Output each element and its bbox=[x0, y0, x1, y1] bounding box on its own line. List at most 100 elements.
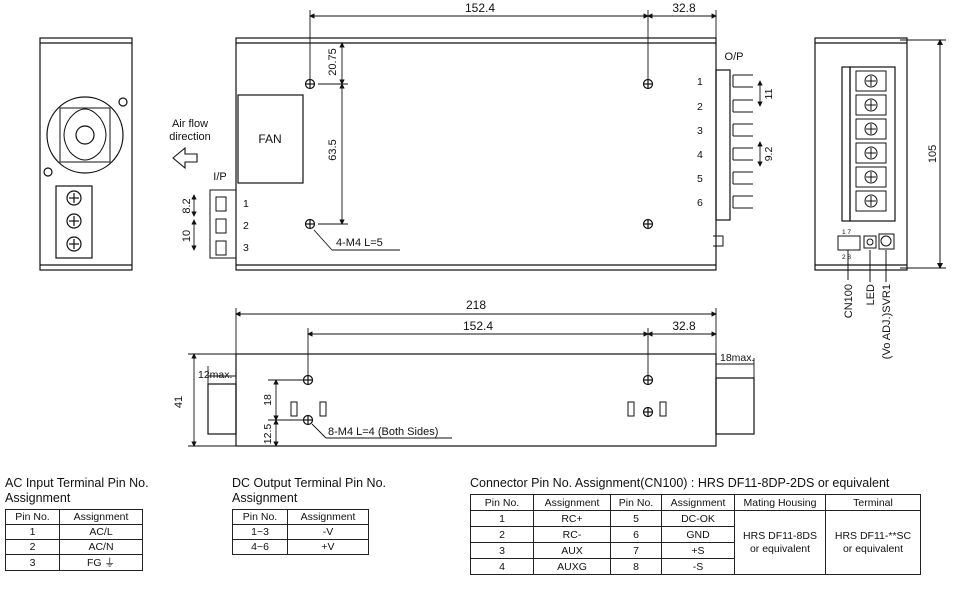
right-protrusion: 18max. bbox=[720, 352, 754, 364]
table-header: Assignment bbox=[661, 494, 735, 511]
table-header: Pin No. bbox=[232, 509, 288, 525]
led-label: LED bbox=[865, 284, 877, 305]
table-cell: -V bbox=[287, 524, 369, 540]
table-cell: 2 bbox=[5, 539, 60, 555]
table-cell: AUXG bbox=[533, 558, 611, 575]
table-header: Assignment bbox=[287, 509, 369, 525]
table-cell: 4~6 bbox=[232, 539, 288, 555]
ac-input-table-block: AC Input Terminal Pin No. Assignment Pin… bbox=[5, 476, 149, 571]
table-row: 2 RC- 6 GND bbox=[470, 526, 921, 543]
side-view bbox=[207, 353, 755, 447]
table-cell: DC-OK bbox=[661, 510, 735, 527]
table-header: Pin No. bbox=[5, 509, 60, 525]
table-cell: 1~3 bbox=[232, 524, 288, 540]
table-cell: +V bbox=[287, 539, 369, 555]
cn-pin-top: 1 7 bbox=[842, 229, 851, 236]
side-right-offset: 32.8 bbox=[672, 319, 696, 333]
table-cell: AC/N bbox=[59, 539, 143, 555]
mounting-hole bbox=[302, 374, 314, 386]
ip-label: I/P bbox=[213, 171, 226, 183]
table-cell: 2 bbox=[470, 526, 534, 543]
op-pin: 5 bbox=[697, 173, 703, 185]
op-pin: 6 bbox=[697, 197, 703, 209]
mounting-hole bbox=[304, 218, 316, 230]
airflow-label-1: Air flow bbox=[172, 118, 208, 130]
mounting-hole bbox=[642, 374, 654, 386]
op-pin: 1 bbox=[697, 76, 703, 88]
ip-pin: 3 bbox=[243, 242, 249, 254]
op-label: O/P bbox=[725, 51, 744, 63]
mounting-hole bbox=[304, 78, 316, 90]
table-header: Terminal bbox=[825, 494, 921, 511]
table-cell: 6 bbox=[610, 526, 662, 543]
table-row: 4~6+V bbox=[232, 539, 369, 555]
dim-ip-pitch-b: 10 bbox=[181, 230, 193, 242]
screw-note: 4-M4 L=5 bbox=[336, 237, 383, 249]
dim-op-b: 9.2 bbox=[763, 147, 775, 162]
table-row: 4 AUXG 8 -S bbox=[470, 558, 921, 575]
overall-width: 218 bbox=[466, 298, 486, 312]
table-cell: 8 bbox=[610, 558, 662, 575]
cn-pin-bottom: 2 8 bbox=[842, 254, 851, 261]
mounting-hole bbox=[302, 414, 314, 426]
table-cell: GND bbox=[661, 526, 735, 543]
table-cell: AC/L bbox=[59, 524, 143, 540]
dc-output-table: Pin No. Assignment 1~3-V 4~6+V bbox=[232, 509, 369, 555]
dim-hole-vertical: 63.5 bbox=[327, 139, 339, 160]
dc-output-table-block: DC Output Terminal Pin No. Assignment Pi… bbox=[232, 476, 386, 555]
table-cell: 3 bbox=[5, 554, 60, 571]
mating-housing-cell: HRS DF11-8DS or equivalent bbox=[734, 510, 826, 575]
table-row: 1~3-V bbox=[232, 524, 369, 540]
cn-table-title: Connector Pin No. Assignment(CN100) : HR… bbox=[470, 476, 890, 490]
op-pin: 4 bbox=[697, 149, 703, 161]
connector-table-block: Connector Pin No. Assignment(CN100) : HR… bbox=[470, 476, 921, 575]
table-cell: 3 bbox=[470, 542, 534, 559]
terminal-cell: HRS DF11-**SC or equivalent bbox=[825, 510, 921, 575]
table-cell: 1 bbox=[470, 510, 534, 527]
table-cell: FG ⏚ bbox=[59, 554, 143, 571]
dim-hole-height: 18 bbox=[262, 394, 274, 406]
table-cell: RC- bbox=[533, 526, 611, 543]
ac-table-title-2: Assignment bbox=[5, 491, 71, 505]
connector-table: Pin No. Assignment Pin No. Assignment Ma… bbox=[470, 494, 921, 575]
airflow-label-2: direction bbox=[169, 131, 211, 143]
table-row: 3 AUX 7 +S bbox=[470, 542, 921, 559]
op-pin: 2 bbox=[697, 101, 703, 113]
right-end-view bbox=[814, 37, 946, 282]
table-header: Mating Housing bbox=[734, 494, 826, 511]
mounting-hole bbox=[642, 78, 654, 90]
table-cell: +S bbox=[661, 542, 735, 559]
airflow-arrow-icon bbox=[172, 146, 198, 170]
side-height: 41 bbox=[173, 396, 185, 408]
table-header: Pin No. bbox=[470, 494, 534, 511]
svr1-label: (Vo ADJ.)SVR1 bbox=[881, 284, 893, 359]
top-view bbox=[209, 37, 753, 271]
table-header: Pin No. bbox=[610, 494, 662, 511]
ip-pin: 2 bbox=[243, 220, 249, 232]
table-cell: -S bbox=[661, 558, 735, 575]
table-header: Assignment bbox=[59, 509, 143, 525]
table-cell: RC+ bbox=[533, 510, 611, 527]
table-row: 1 RC+ 5 DC-OK HRS DF11-8DS or equivalent… bbox=[470, 510, 921, 575]
dim-ip-pitch-a: 8.2 bbox=[181, 198, 193, 213]
side-screw-note: 8-M4 L=4 (Both Sides) bbox=[328, 426, 438, 438]
height-dim-right: 105 bbox=[927, 145, 939, 163]
table-cell: 1 bbox=[5, 524, 60, 540]
table-cell: AUX bbox=[533, 542, 611, 559]
dim-top-hole: 20.75 bbox=[327, 48, 339, 76]
table-header: Assignment bbox=[533, 494, 611, 511]
cn100-label: CN100 bbox=[843, 284, 855, 318]
mechanical-drawing: 152.4 32.8 20.75 63.5 FAN Air flow direc… bbox=[39, 1, 946, 447]
dim-op-a: 11 bbox=[763, 88, 775, 99]
mounting-hole bbox=[642, 218, 654, 230]
left-end-view bbox=[39, 37, 133, 271]
op-pin: 3 bbox=[697, 125, 703, 137]
mounting-hole bbox=[642, 406, 654, 418]
dim-hole-spacing: 152.4 bbox=[465, 1, 495, 15]
side-dimensions bbox=[188, 308, 755, 447]
fan-label: FAN bbox=[258, 132, 281, 146]
top-dimensions bbox=[191, 10, 763, 251]
table-cell: 5 bbox=[610, 510, 662, 527]
